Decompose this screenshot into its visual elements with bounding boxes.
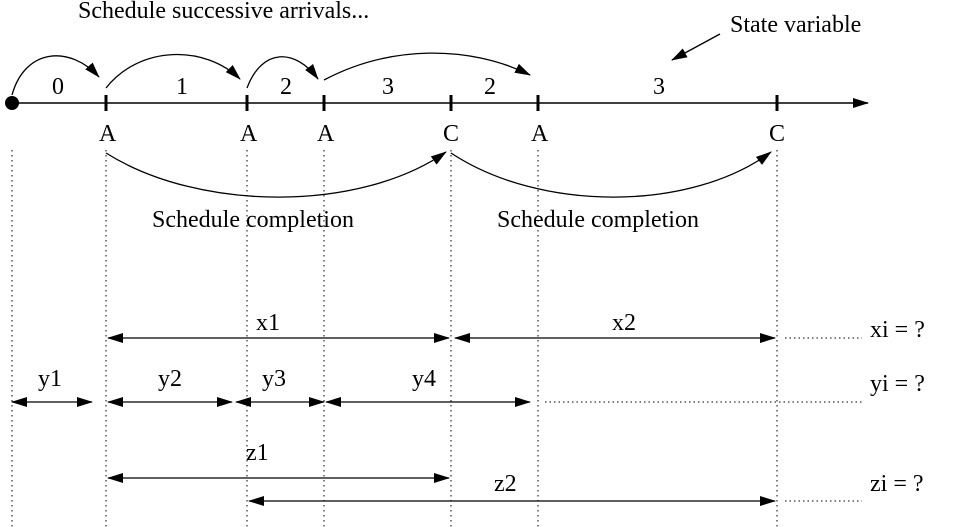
label-y1: y1: [38, 366, 62, 392]
event-label: A: [99, 121, 117, 147]
event-label: A: [240, 121, 258, 147]
state-value: 3: [653, 74, 665, 100]
label-y4: y4: [412, 366, 436, 392]
event-label: A: [531, 121, 549, 147]
completion-arcs: [105, 151, 772, 198]
arrival-arc-1: [11, 55, 100, 96]
arrival-arc-2: [105, 53, 241, 89]
arrival-arcs: [11, 52, 531, 96]
event-ticks: [104, 95, 779, 111]
state-value: 0: [52, 74, 64, 100]
completion-arc-1: [105, 151, 447, 198]
completion-arc-2: [450, 151, 772, 198]
state-values: 0 1 2 3 2 3: [52, 74, 665, 100]
state-value: 2: [280, 74, 292, 100]
arrival-arc-4: [323, 52, 531, 81]
arrival-arc-3: [246, 56, 319, 89]
label-y3: y3: [262, 366, 286, 392]
label-z2: z2: [494, 471, 517, 497]
event-label: C: [769, 121, 785, 147]
label-y2: y2: [158, 366, 182, 392]
state-value: 1: [176, 74, 188, 100]
top-caption: Schedule successive arrivals...: [78, 0, 369, 24]
state-value: 3: [382, 74, 394, 100]
event-label: C: [443, 121, 459, 147]
xi-label: xi = ?: [870, 317, 925, 343]
state-variable-pointer: [671, 33, 721, 61]
label-z1: z1: [246, 440, 269, 466]
yi-label: yi = ?: [870, 371, 925, 397]
event-labels: A A A C A C: [99, 121, 785, 147]
event-label: A: [317, 121, 335, 147]
state-variable-label: State variable: [730, 12, 861, 38]
label-x1: x1: [256, 310, 280, 336]
zi-label: zi = ?: [870, 471, 924, 497]
schedule-completion-label-2: Schedule completion: [497, 207, 699, 233]
label-x2: x2: [612, 310, 636, 336]
state-value: 2: [484, 74, 496, 100]
schedule-completion-label-1: Schedule completion: [152, 207, 354, 233]
